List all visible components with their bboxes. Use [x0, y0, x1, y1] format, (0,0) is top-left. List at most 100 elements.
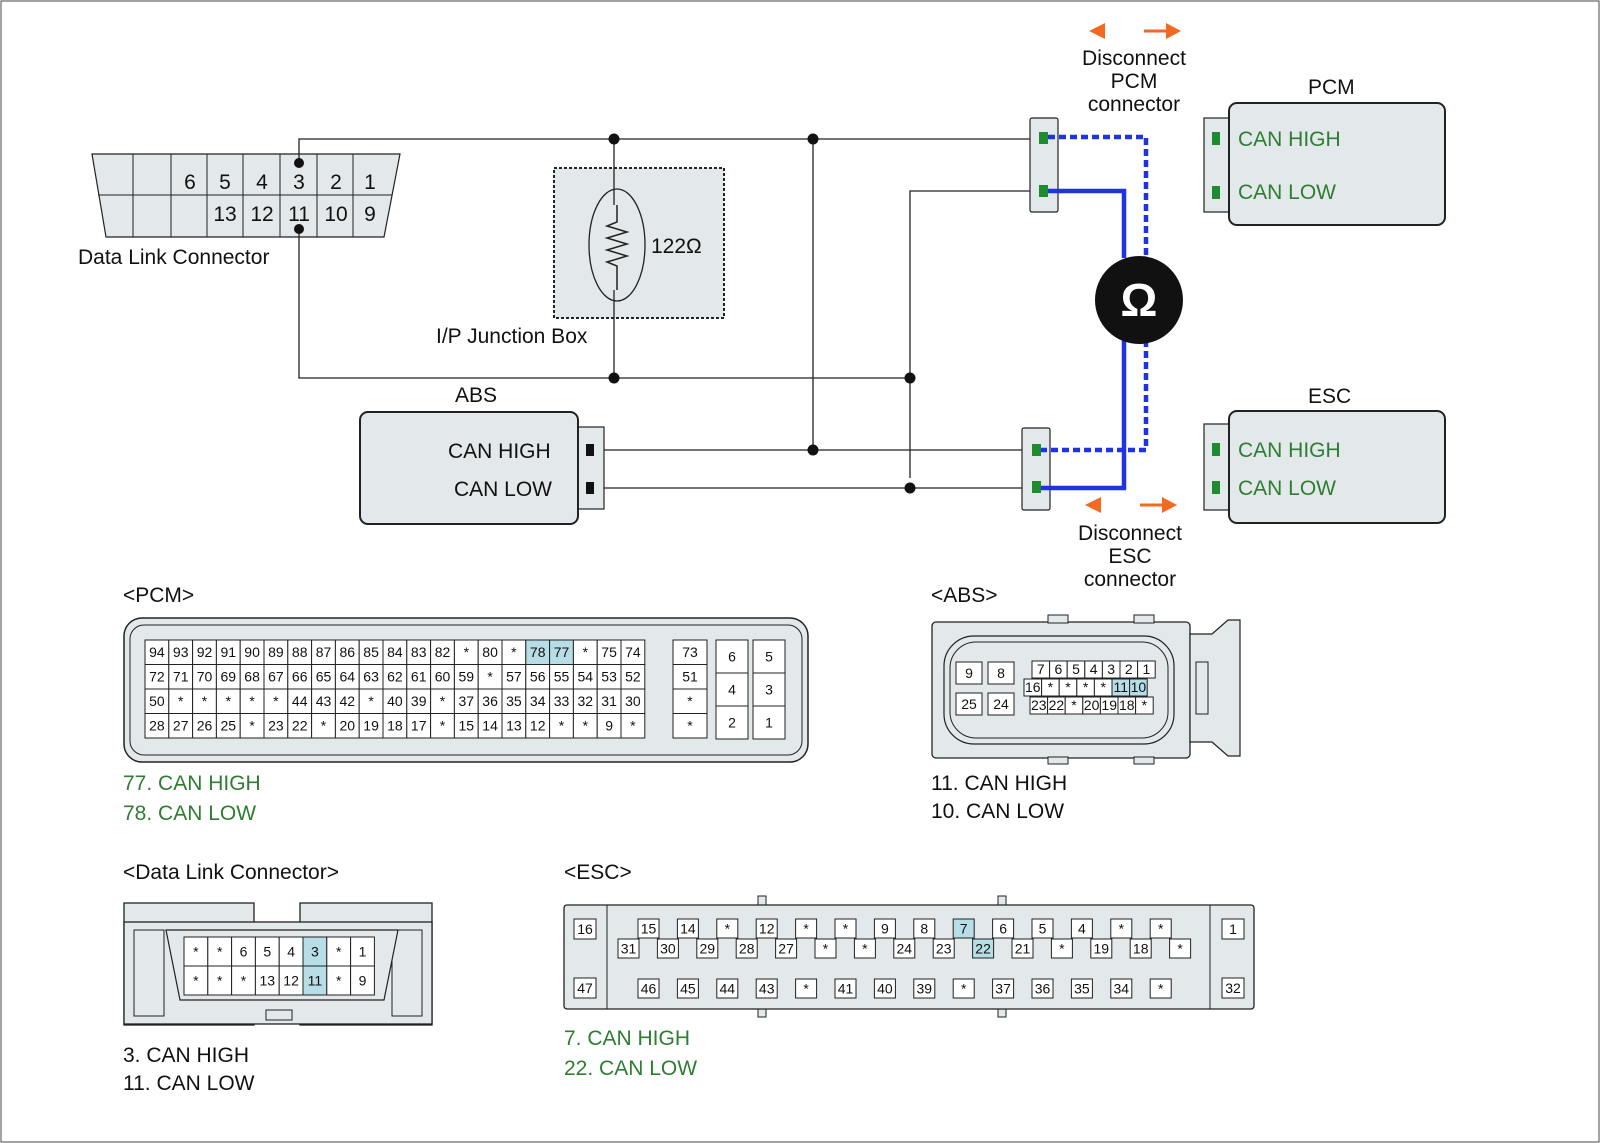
- pin-label: *: [440, 693, 446, 709]
- esc-connector-title: <ESC>: [564, 861, 632, 884]
- pin-label: 10: [1131, 679, 1147, 695]
- pin-label: *: [249, 693, 255, 709]
- pin-label: *: [487, 668, 493, 684]
- dlc-pin-number: 6: [184, 171, 196, 194]
- pin-cell: [573, 977, 597, 999]
- pin-label: 25: [221, 717, 237, 733]
- pin-label: *: [1177, 941, 1183, 957]
- pin-label: 86: [340, 644, 356, 660]
- pin-label: 4: [287, 944, 295, 960]
- pin-label: 18: [1133, 941, 1149, 957]
- pin-label: 46: [641, 981, 657, 997]
- pin-cell: [1031, 918, 1054, 939]
- pin-label: 36: [1035, 981, 1051, 997]
- pin-cell: [1221, 918, 1245, 940]
- pin-label: 90: [244, 644, 260, 660]
- pin-cell: [795, 978, 818, 999]
- pin-label: 26: [197, 717, 213, 733]
- pin-label: *: [559, 717, 565, 733]
- pin-cell: [715, 705, 749, 740]
- pin-cell: [1221, 977, 1245, 999]
- pin-label: *: [843, 921, 849, 937]
- pin-label: 32: [578, 693, 594, 709]
- pin-cell: [715, 639, 749, 674]
- pin-cell: [775, 938, 798, 959]
- pin-label: 24: [897, 941, 913, 957]
- pin-cell: [1070, 978, 1093, 999]
- pin-cell: [987, 661, 1015, 685]
- dlc-pin-number: 12: [250, 203, 273, 226]
- pin-label: 67: [268, 668, 284, 684]
- pin-label: 55: [554, 668, 570, 684]
- dlc-pin-number: 11: [288, 203, 310, 226]
- pin-label: 24: [993, 696, 1009, 712]
- pin-label: 62: [387, 668, 403, 684]
- pin-label: 77: [554, 644, 570, 660]
- pin-label: 65: [316, 668, 332, 684]
- pin-label: 69: [221, 668, 237, 684]
- pin-cell: [752, 705, 786, 740]
- pin-label: 2: [1125, 661, 1133, 677]
- esc-can-low: CAN LOW: [1238, 477, 1336, 500]
- pin-label: *: [583, 717, 589, 733]
- pin-label: 40: [877, 981, 893, 997]
- pin-cell: [1011, 938, 1034, 959]
- pin-cell: [992, 918, 1015, 939]
- pin-cell: [1050, 938, 1073, 959]
- pin-cell: [676, 978, 699, 999]
- pin-label: 56: [530, 668, 546, 684]
- pin-cell: [853, 938, 876, 959]
- pin-label: *: [583, 644, 589, 660]
- pin-label: 89: [268, 644, 284, 660]
- junction-box-label: I/P Junction Box: [436, 325, 588, 348]
- abs-note-high: 11. CAN HIGH: [931, 772, 1067, 795]
- pin-label: 66: [292, 668, 308, 684]
- pin-cell: [834, 978, 857, 999]
- pin-label: *: [823, 941, 829, 957]
- pin-label: 22: [1049, 697, 1065, 713]
- pin-label: 23: [1031, 697, 1047, 713]
- pin-label: 44: [720, 981, 736, 997]
- pin-cell: [573, 918, 597, 940]
- disconnect-pcm-line1: Disconnect: [1082, 47, 1186, 70]
- pin-cell: [617, 938, 640, 959]
- pin-cell: [755, 918, 778, 939]
- pin-label: 4: [1090, 661, 1098, 677]
- pin-cell: [992, 978, 1015, 999]
- pin-label: *: [803, 981, 809, 997]
- pin-label: 1: [1143, 661, 1151, 677]
- pin-label: 93: [173, 644, 189, 660]
- pin-label: 25: [961, 696, 977, 712]
- can-wires: [294, 133, 1040, 494]
- pin-label: *: [217, 973, 223, 989]
- pin-label: 14: [680, 921, 696, 937]
- pin-label: 2: [728, 715, 736, 731]
- pin-label: 72: [149, 668, 165, 684]
- disconnect-pcm-line3: connector: [1088, 93, 1180, 116]
- pin-label: 8: [920, 921, 928, 937]
- pin-label: 3: [765, 682, 773, 698]
- dlc-pin-number: 3: [293, 171, 305, 194]
- pin-label: 37: [459, 693, 475, 709]
- pin-cell: [637, 978, 660, 999]
- pin-label: 85: [363, 644, 379, 660]
- resistor-icon: [604, 205, 630, 290]
- pin-label: 82: [435, 644, 451, 660]
- pin-label: 61: [411, 668, 427, 684]
- pin-label: *: [687, 693, 693, 709]
- esc-note-low: 22. CAN LOW: [564, 1057, 697, 1080]
- pin-cell: [656, 938, 679, 959]
- pcm-can-low: CAN LOW: [1238, 181, 1336, 204]
- pin-label: 9: [605, 717, 613, 733]
- pin-label: 78: [530, 644, 546, 660]
- pin-cell: [873, 918, 896, 939]
- pin-label: 91: [221, 644, 237, 660]
- pin-cell: [620, 713, 646, 739]
- disconnect-esc: Disconnect ESC connector: [1078, 497, 1182, 591]
- pin-label: 37: [995, 981, 1011, 997]
- pin-label: 18: [387, 717, 403, 733]
- ohm-icon: Ω: [1121, 274, 1158, 326]
